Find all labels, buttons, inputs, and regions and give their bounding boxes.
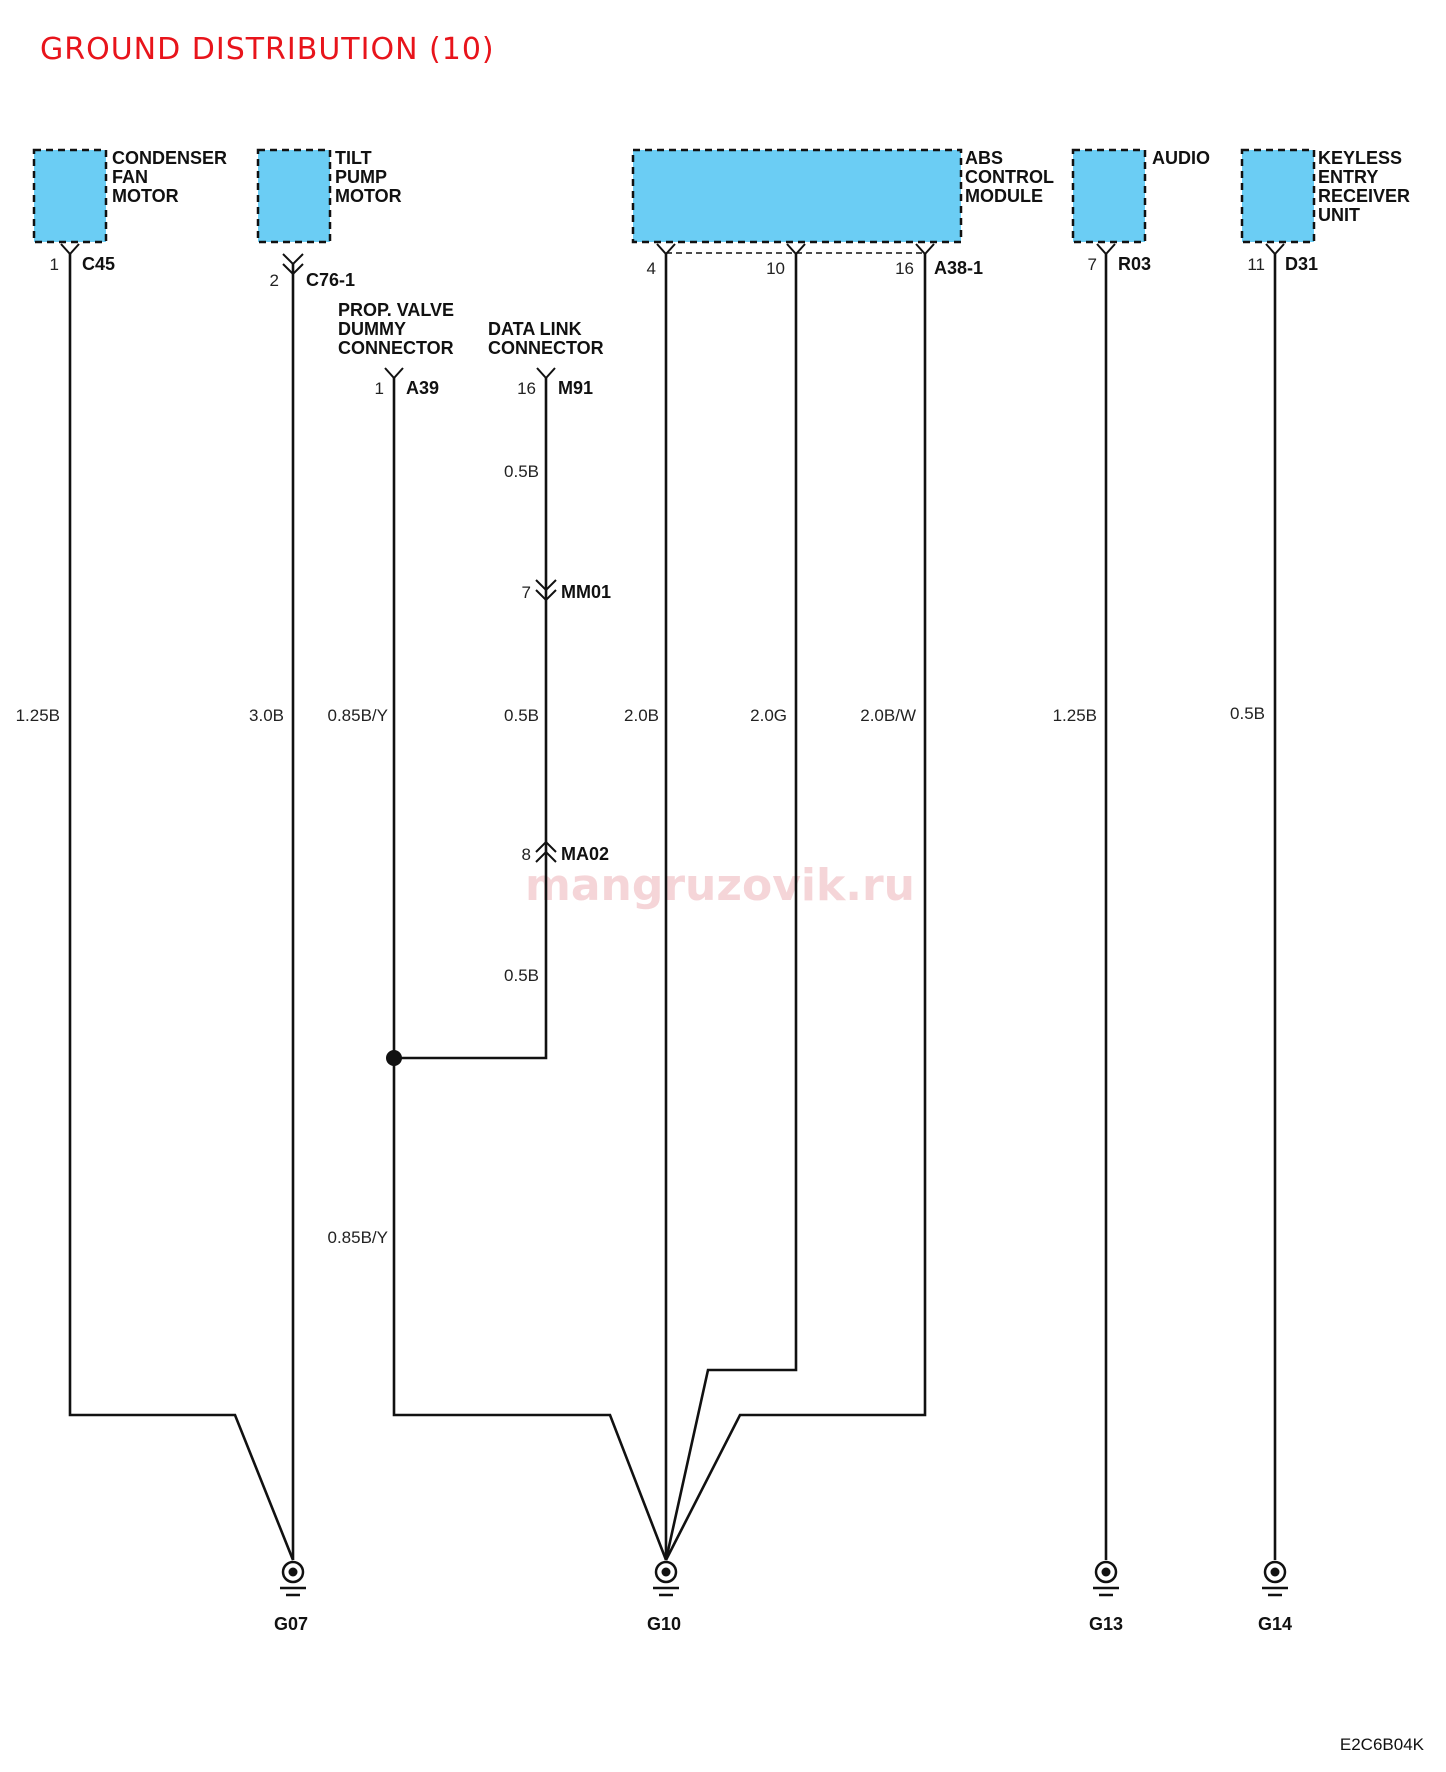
wire-label-m91-bottom: 0.5B [504,966,539,985]
condenser-fan-motor-box [32,148,108,244]
prop-valve-dummy-connector-label: PROP. VALVE DUMMY CONNECTOR [338,300,459,358]
abs-pin4-number: 4 [647,259,656,278]
wire-label-m91-top: 0.5B [504,462,539,481]
c76-1-pin-number: 2 [270,271,279,290]
wire-label-abs-pin4: 2.0B [624,706,659,725]
wire-label-a39-lower: 0.85B/Y [328,1228,389,1247]
audio-box [1071,148,1147,244]
condenser-fan-motor-label: CONDENSER FAN MOTOR [112,148,232,206]
wire-c45 [68,254,295,1561]
a39-connector-id: A39 [406,378,439,398]
wire-label-m91-mid: 0.5B [504,706,539,725]
ground-g07-icon [280,1560,306,1597]
m91-pin-number: 16 [517,379,536,398]
m91-connector-id: M91 [558,378,593,398]
mm01-connector-id: MM01 [561,582,611,602]
keyless-entry-receiver-unit-box [1240,148,1316,244]
tilt-pump-motor-label: TILT PUMP MOTOR [335,148,402,206]
a39-pin-number: 1 [375,379,384,398]
audio-label: AUDIO [1152,148,1210,168]
wire-abs-pin16 [664,254,927,1561]
data-link-connector-label: DATA LINK CONNECTOR [488,319,604,358]
d31-pin-number: 11 [1247,255,1265,274]
wire-label-c45: 1.25B [16,706,60,725]
page-title: GROUND DISTRIBUTION (10) [40,32,495,67]
a39-terminal-icon [384,367,404,380]
ground-g07-label: G07 [274,1614,308,1634]
ground-g14-icon [1262,1560,1288,1597]
ground-g14-label: G14 [1258,1614,1292,1634]
keyless-entry-receiver-unit-label: KEYLESS ENTRY RECEIVER UNIT [1318,148,1415,225]
c76-1-connector-id: C76-1 [306,270,355,290]
r03-terminal-icon [1096,243,1116,256]
wire-label-a39-upper: 0.85B/Y [328,706,389,725]
ground-g13-icon [1093,1560,1119,1597]
wire-label-abs-pin10: 2.0G [750,706,787,725]
wire-m91 [394,378,548,1060]
wire-abs-pin10 [664,254,798,1561]
abs-control-module-label: ABS CONTROL MODULE [965,148,1059,206]
ma02-pin-number: 8 [522,845,531,864]
wire-a39 [392,378,668,1561]
tilt-pump-motor-box [256,148,332,244]
c45-pin-number: 1 [50,255,59,274]
abs-pin10-number: 10 [766,259,785,278]
ground-g13-label: G13 [1089,1614,1123,1634]
wire-label-abs-pin16: 2.0B/W [860,706,916,725]
ground-g10-icon [653,1560,679,1597]
abs-pin16-number: 16 [895,259,914,278]
abs-connector-id: A38-1 [934,258,983,278]
ma02-connector-id: MA02 [561,844,609,864]
mm01-pin-number: 7 [522,583,531,602]
m91-terminal-icon [536,367,556,380]
wire-label-c76-1: 3.0B [249,706,284,725]
wire-label-r03: 1.25B [1053,706,1097,725]
ground-g10-label: G10 [647,1614,681,1634]
d31-connector-id: D31 [1285,254,1318,274]
abs-control-module-box [631,148,963,244]
diagram-code: E2C6B04K [1340,1735,1425,1754]
splice-dot [386,1050,402,1066]
wire-label-d31: 0.5B [1230,704,1265,723]
d31-terminal-icon [1265,243,1285,256]
r03-connector-id: R03 [1118,254,1151,274]
watermark: mangruzovik.ru [525,860,915,911]
c45-connector-id: C45 [82,254,115,274]
r03-pin-number: 7 [1088,255,1097,274]
